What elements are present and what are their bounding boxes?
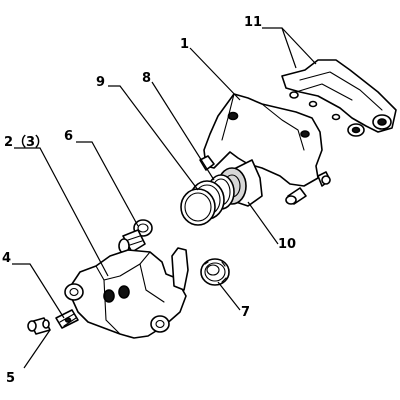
leader-11-b [281,27,317,65]
leader-9 [108,85,199,191]
callouts: 11 1 9 8 6 2（3） 4 5 10 7 [2,15,296,386]
part-7-bushing [200,258,230,286]
part-5-bleed-cap [27,317,51,335]
callout-9: 9 [96,75,105,90]
part-4-bleed-screw [55,309,79,329]
callout-2-3: 2（3） [4,134,48,150]
callout-10: 10 [278,237,296,252]
leader-4 [12,263,65,319]
callout-7: 7 [241,305,250,320]
callout-11: 11 [244,15,262,30]
leader-6 [76,141,139,227]
leader-10 [247,201,279,245]
part-9-dust-boot [180,180,225,226]
callout-8: 8 [142,71,151,86]
leader-lines [12,27,317,369]
leader-8 [151,81,215,181]
leader-1 [189,47,241,101]
callout-4: 4 [2,251,11,266]
part-11-bracket-plate [281,59,397,137]
leader-7 [217,281,241,311]
callout-5: 5 [6,371,15,386]
part-2-3-caliper-body [64,247,189,339]
leader-11-a [262,27,297,69]
leader-2-3 [14,147,109,277]
part-1-carrier-bracket [199,93,331,205]
callout-6: 6 [64,129,73,144]
leader-5 [23,329,51,369]
callout-1: 1 [180,37,189,52]
part-6-slide-pin [118,219,153,254]
